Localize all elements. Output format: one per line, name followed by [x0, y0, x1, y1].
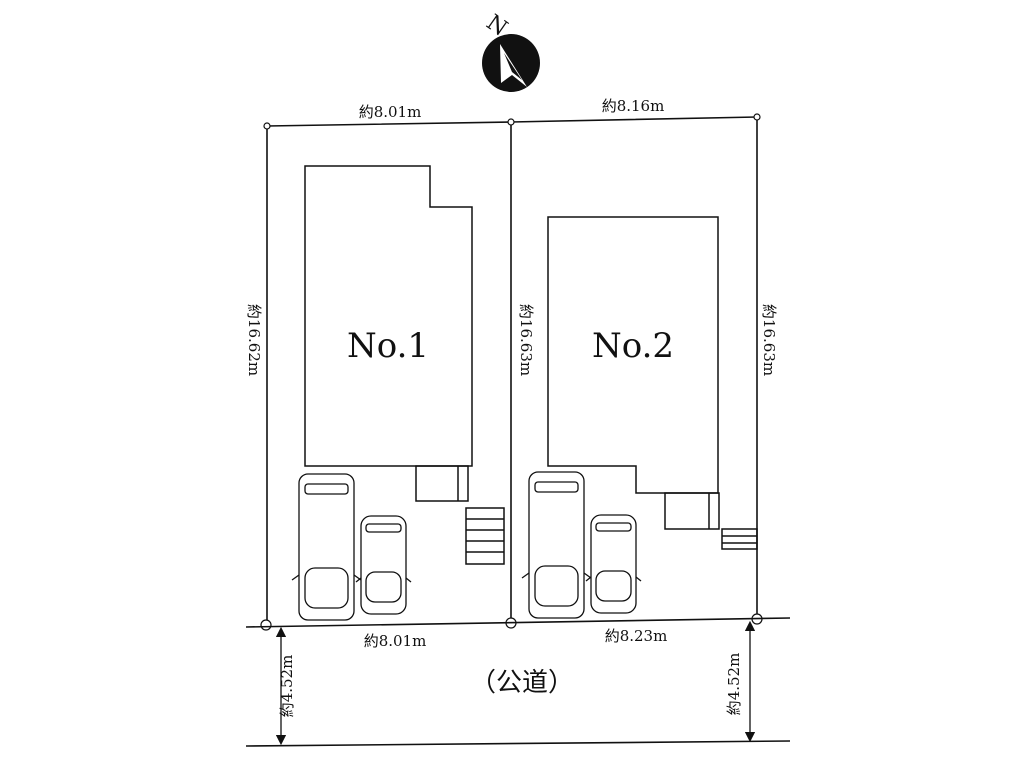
lot2-label: No.2 [592, 326, 674, 366]
lot2-bottom-width: 約8.23m [605, 627, 668, 645]
house-footprint-lot2 [547, 216, 758, 550]
lot2-left-depth: 約16.63m [517, 304, 535, 376]
lot2-top-width: 約8.16m [602, 97, 665, 115]
lot2-right-depth: 約16.63m [760, 304, 778, 376]
car-icon-lot2-small [585, 514, 642, 614]
lot1-left-depth: 約16.62m [245, 304, 263, 376]
car-icon-lot1-large [291, 473, 362, 621]
road-label: （公道） [470, 668, 574, 698]
road-width-right: 約4.52m [725, 653, 743, 716]
lot1-top-width: 約8.01m [359, 103, 422, 121]
road-width-left: 約4.52m [278, 655, 296, 718]
car-icon-lot2-large [521, 471, 592, 619]
road-edge-top [245, 617, 791, 628]
car-icon-lot1-small [355, 515, 412, 615]
property-boundary [266, 116, 758, 625]
road-edge-bottom [245, 740, 791, 747]
north-arrow-icon [482, 34, 540, 92]
lot1-label: No.1 [347, 326, 429, 366]
lot1-bottom-width: 約8.01m [364, 632, 427, 650]
house-footprint-lot1 [304, 165, 505, 565]
